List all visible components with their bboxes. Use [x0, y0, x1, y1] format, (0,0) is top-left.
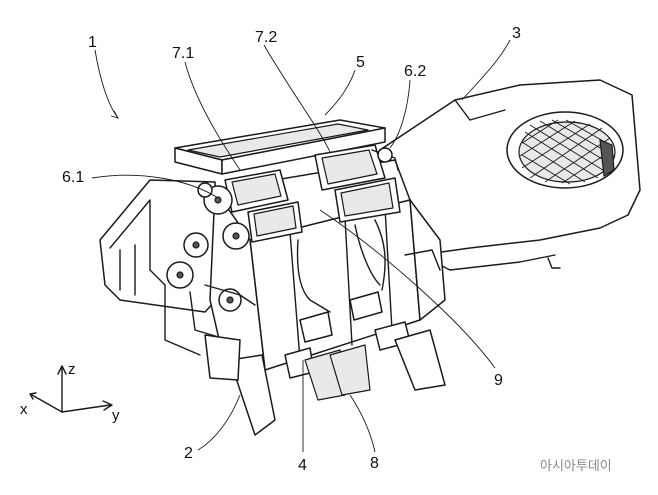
axis-triad	[29, 365, 113, 413]
actuators	[166, 147, 399, 339]
axis-label-x: x	[20, 401, 28, 418]
bottom-clips	[204, 291, 446, 436]
cables	[296, 219, 386, 313]
label-actuator-right: 6.2	[404, 63, 426, 80]
label-assembly: 1	[88, 34, 97, 51]
watermark: 아시아투데이	[540, 459, 612, 474]
flap-housings	[224, 144, 401, 243]
label-actuator-left: 6.1	[62, 169, 84, 186]
axis-label-z: z	[68, 361, 76, 378]
leader-lines	[91, 39, 511, 453]
duct-arm	[379, 79, 641, 286]
label-channel: 9	[494, 372, 503, 389]
axis-label-y: y	[112, 407, 120, 424]
label-module-front: 4	[298, 457, 307, 474]
label-flap-right: 7.2	[255, 29, 277, 46]
label-housing-base: 2	[184, 445, 193, 462]
label-duct-arm: 3	[512, 25, 521, 42]
label-top-frame: 5	[356, 54, 365, 71]
label-foot-part: 8	[370, 455, 379, 472]
label-flap-left: 7.1	[172, 45, 194, 62]
